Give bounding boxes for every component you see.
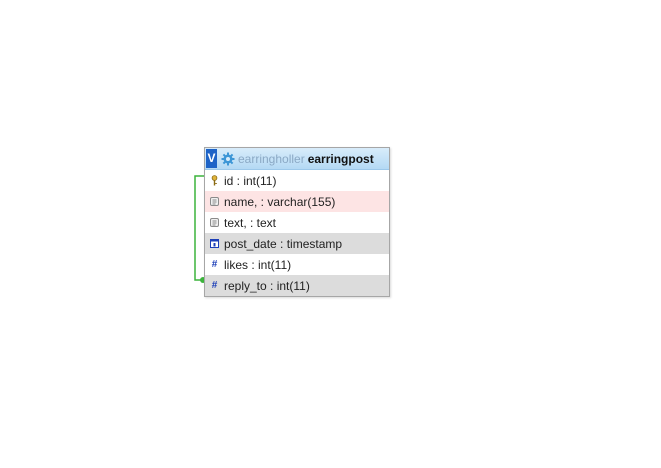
column-label: post_date : timestamp <box>224 236 343 251</box>
table-earringpost[interactable]: V earringholler earringpost <box>204 147 390 297</box>
column-label: id : int(11) <box>224 173 277 188</box>
column-row-id[interactable]: id : int(11) <box>205 170 389 191</box>
column-row-name[interactable]: name, : varchar(155) <box>205 191 389 212</box>
table-header[interactable]: V earringholler earringpost <box>205 148 389 170</box>
toggle-columns-button[interactable]: V <box>206 149 217 168</box>
column-label: name, : varchar(155) <box>224 194 336 209</box>
text-field-icon <box>210 196 219 207</box>
column-label: likes : int(11) <box>224 257 292 272</box>
column-row-likes[interactable]: # likes : int(11) <box>205 254 389 275</box>
key-icon <box>210 175 219 186</box>
text-field-icon <box>210 217 219 228</box>
table-name: earringpost <box>307 151 374 166</box>
column-row-reply-to[interactable]: # reply_to : int(11) <box>205 275 389 296</box>
column-label: reply_to : int(11) <box>224 278 310 293</box>
gear-icon[interactable] <box>221 152 235 166</box>
column-row-text[interactable]: text, : text <box>205 212 389 233</box>
column-label: text, : text <box>224 215 277 230</box>
number-icon: # <box>211 280 218 291</box>
number-icon: # <box>211 259 218 270</box>
column-row-post-date[interactable]: post_date : timestamp <box>205 233 389 254</box>
database-name: earringholler <box>238 151 305 166</box>
calendar-icon <box>210 238 219 249</box>
